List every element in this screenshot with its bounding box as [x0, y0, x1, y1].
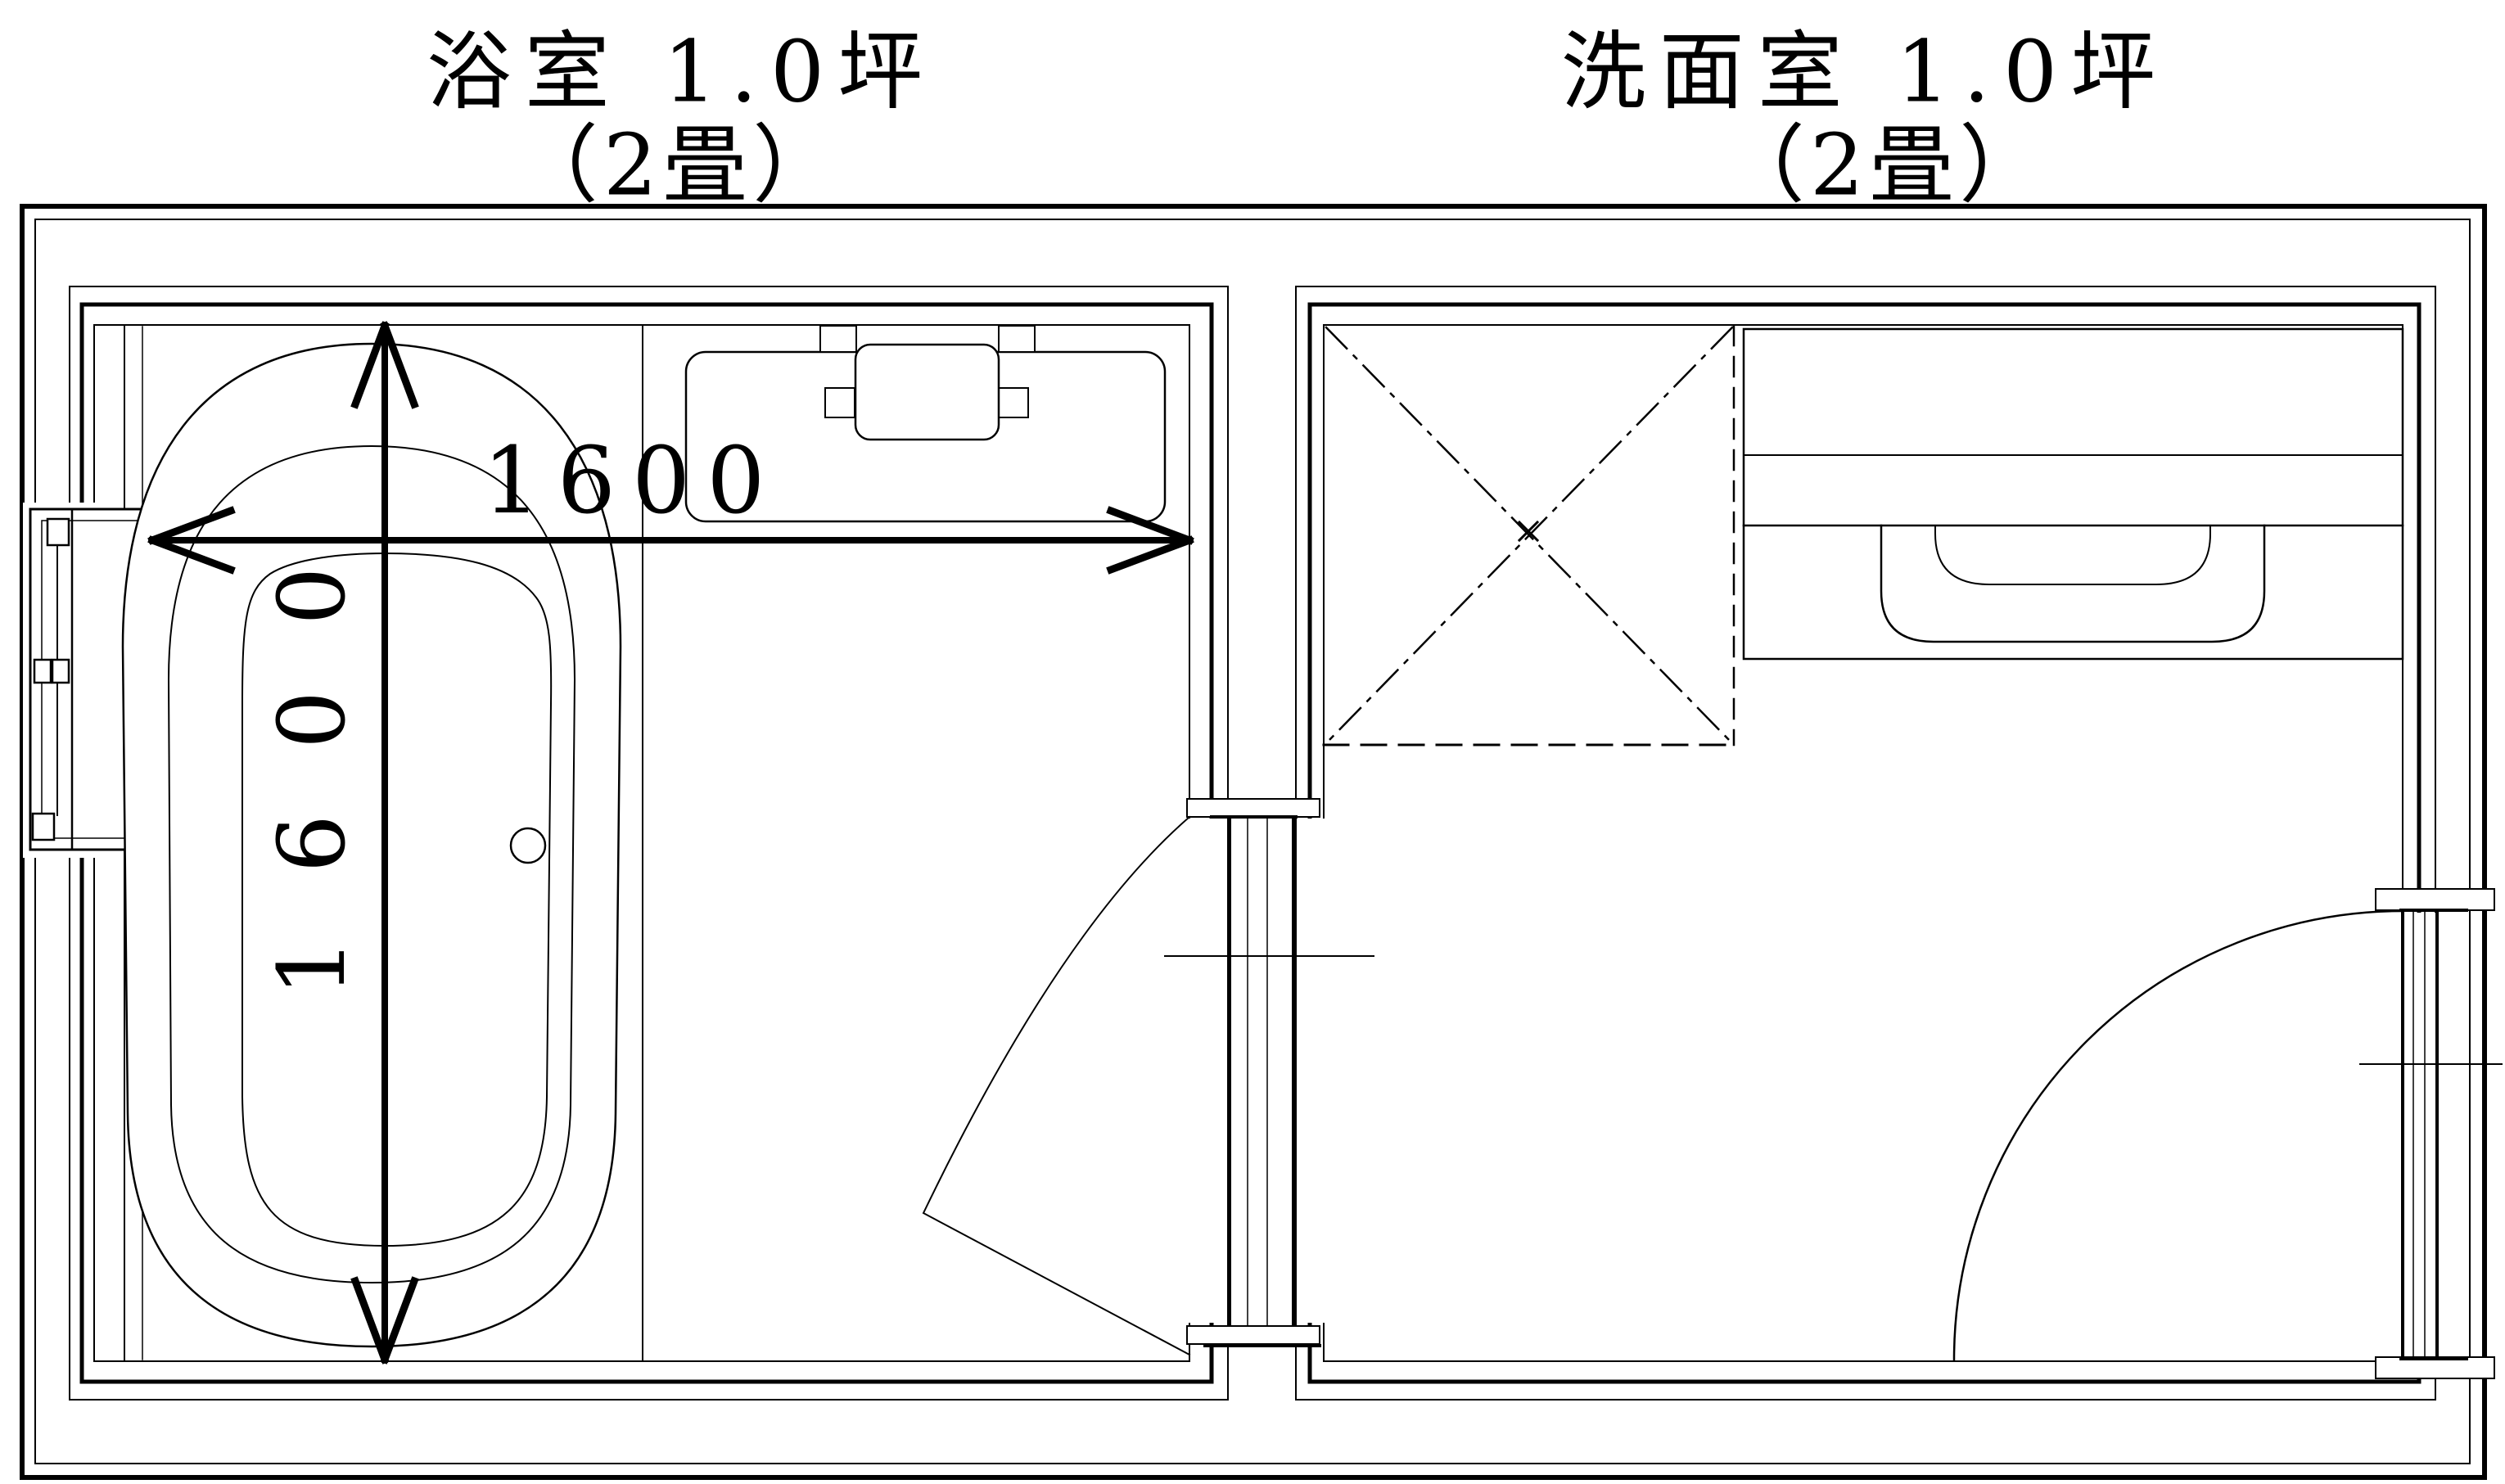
window-handle-top — [46, 517, 70, 547]
bathtub-drain — [509, 827, 547, 864]
pan-center-mark — [1517, 520, 1540, 543]
folding-door — [922, 815, 1191, 1356]
washroom-subtitle: （2畳） — [1719, 115, 2050, 215]
washing-machine-pan — [1322, 324, 1735, 747]
bathtub — [121, 342, 622, 1348]
faucet-knob-left — [824, 387, 855, 418]
shower-counter — [684, 325, 1167, 523]
sink-bowl-outer — [1880, 524, 2266, 643]
entrance-doorway — [1952, 888, 2503, 1379]
bathtub-basin — [241, 552, 553, 1247]
faucet-knob-right — [998, 387, 1029, 418]
door-jamb-top — [1186, 798, 1320, 818]
window-handle-bottom — [31, 812, 56, 841]
faucet-unit — [854, 343, 1000, 441]
middle-doorway — [922, 798, 1374, 1356]
bathroom-title: 浴室 1.0坪 — [426, 21, 937, 122]
dimension-label-horizontal: 1600 — [482, 428, 782, 535]
bathroom-subtitle: （2畳） — [512, 115, 843, 215]
dimension-arrow-vertical — [350, 321, 419, 1364]
door-jamb-bottom — [1186, 1325, 1320, 1345]
entrance-jamb-top — [2375, 888, 2495, 911]
dimension-arrow-horizontal — [147, 506, 1194, 575]
sink-bowl-inner — [1934, 525, 2211, 585]
dimension-label-vertical: 1600 — [260, 501, 366, 997]
vanity-unit — [1742, 327, 2404, 661]
entrance-door-swing — [1952, 909, 2404, 1361]
washroom-title: 洗面室 1.0坪 — [1560, 21, 2169, 122]
